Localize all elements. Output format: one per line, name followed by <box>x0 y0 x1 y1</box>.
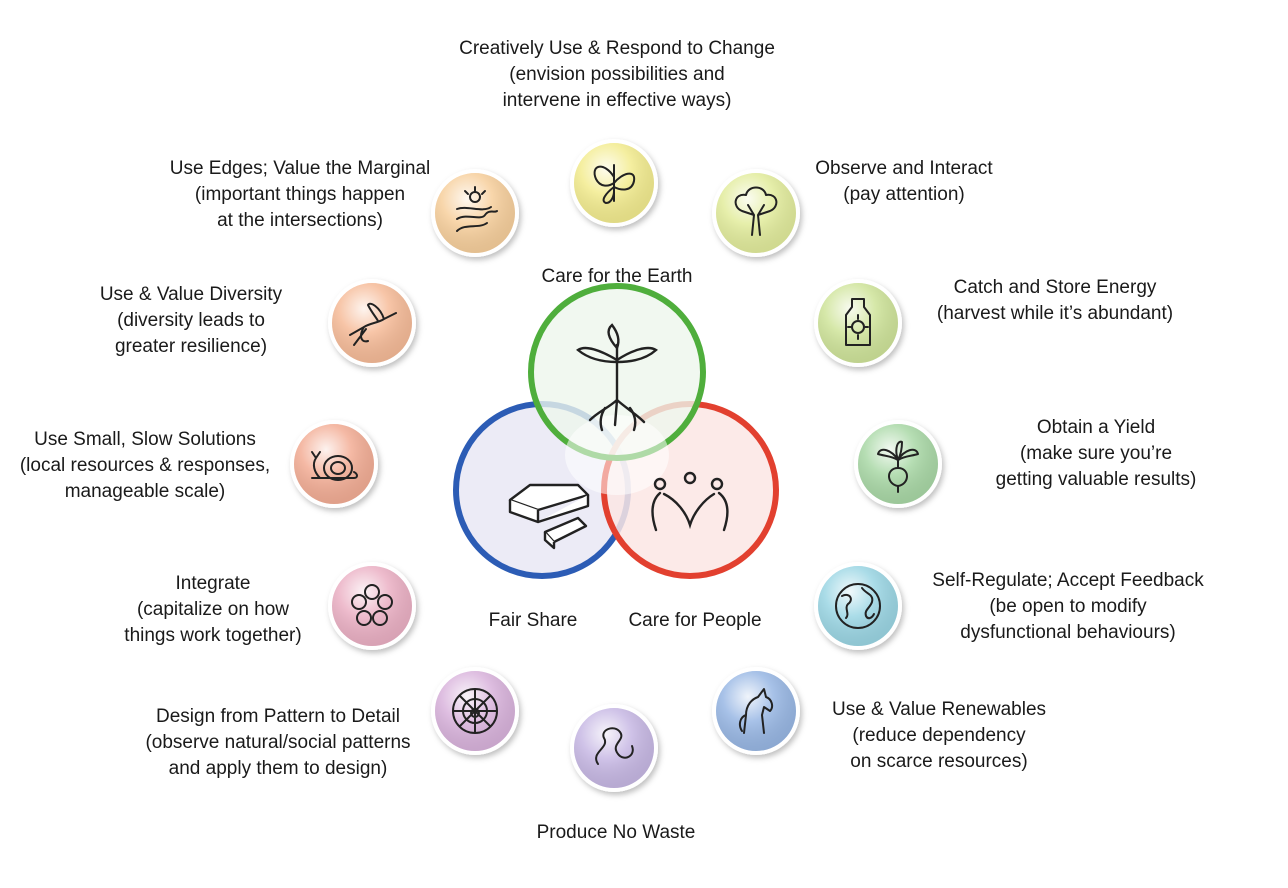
principle-bubble-observe-interact <box>712 169 800 257</box>
principle-bubble-catch-energy <box>814 279 902 367</box>
principle-label-edges: Use Edges; Value the Marginal (important… <box>169 158 431 231</box>
principle-label-obtain-yield: Obtain a Yield (make sure you’re getting… <box>995 417 1197 490</box>
worm-icon <box>595 727 634 765</box>
hummingbird-icon <box>349 302 397 346</box>
principle-bubble-renewables <box>712 667 800 755</box>
principle-bubble-shine <box>716 173 796 253</box>
principle-label-small-slow: Use Small, Slow Solutions (local resourc… <box>19 429 271 502</box>
principle-bubble-obtain-yield <box>854 420 942 508</box>
principle-bubble-shine <box>818 283 898 363</box>
principle-bubble-no-waste <box>570 704 658 792</box>
globe-icon <box>835 583 881 629</box>
ethics-venn <box>453 283 779 579</box>
tree-icon <box>734 186 778 236</box>
horse-icon <box>738 688 774 734</box>
principle-label-renewables: Use & Value Renewables (reduce dependenc… <box>831 699 1047 772</box>
flower-circle-icon <box>351 584 393 626</box>
principle-bubble-diversity <box>328 279 416 367</box>
principle-bubble-shine <box>818 566 898 646</box>
principle-bubbles <box>290 139 942 792</box>
principle-label-self-regulate: Self-Regulate; Accept Feedback (be open … <box>932 570 1204 643</box>
principle-bubble-shine <box>332 566 412 646</box>
principle-label-observe-interact: Observe and Interact (pay attention) <box>815 158 993 205</box>
people-icon <box>651 471 729 532</box>
principle-label-respond-change: Creatively Use & Respond to Change (envi… <box>459 38 775 111</box>
principle-label-integrate: Integrate (capitalize on how things work… <box>124 573 302 646</box>
principle-label-diversity: Use & Value Diversity (diversity leads t… <box>99 284 283 357</box>
jar-sun-icon <box>845 298 871 346</box>
fair-share-label: Fair Share <box>488 610 578 631</box>
sprouting-tree-icon <box>576 323 658 432</box>
principle-label-no-waste: Produce No Waste <box>536 822 696 843</box>
spiderweb-icon <box>452 688 498 734</box>
principle-bubble-shine <box>574 708 654 788</box>
care-for-people-label: Care for People <box>628 610 762 631</box>
butterfly-icon <box>593 164 636 204</box>
principle-label-catch-energy: Catch and Store Energy (harvest while it… <box>936 277 1174 324</box>
care-for-earth-label: Care for the Earth <box>541 266 693 287</box>
principle-bubble-self-regulate <box>814 562 902 650</box>
principle-label-pattern-detail: Design from Pattern to Detail (observe n… <box>145 706 411 779</box>
principle-bubble-edges <box>431 169 519 257</box>
principle-bubble-respond-change <box>570 139 658 227</box>
principle-bubble-small-slow <box>290 420 378 508</box>
principle-bubble-integrate <box>328 562 416 650</box>
river-sun-icon <box>456 186 498 232</box>
cake-slice-icon <box>508 483 590 550</box>
principle-bubble-shine <box>716 671 796 751</box>
principle-bubble-shine <box>435 173 515 253</box>
beet-icon <box>877 440 919 493</box>
principle-bubble-pattern-detail <box>431 667 519 755</box>
snail-icon <box>311 451 358 481</box>
